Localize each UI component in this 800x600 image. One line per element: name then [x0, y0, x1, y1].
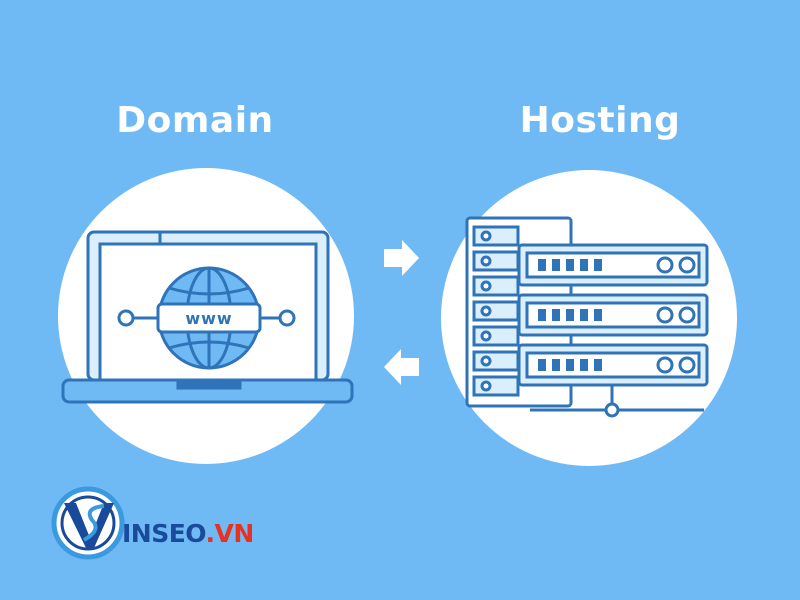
vinseo-logo-icon	[51, 486, 125, 560]
domain-title: Domain	[116, 100, 274, 141]
logo-text-suffix: .VN	[205, 519, 255, 548]
logo-text-main: INSEO	[122, 519, 206, 548]
globe-www-text: www	[185, 309, 232, 328]
globe-icon	[117, 266, 296, 370]
hosting-title: Hosting	[519, 100, 681, 141]
logo-wordmark: INSEO.VN	[122, 519, 254, 548]
arrow-left-icon	[384, 349, 419, 385]
arrow-right-icon	[384, 240, 419, 276]
server-led-strips	[538, 259, 602, 371]
